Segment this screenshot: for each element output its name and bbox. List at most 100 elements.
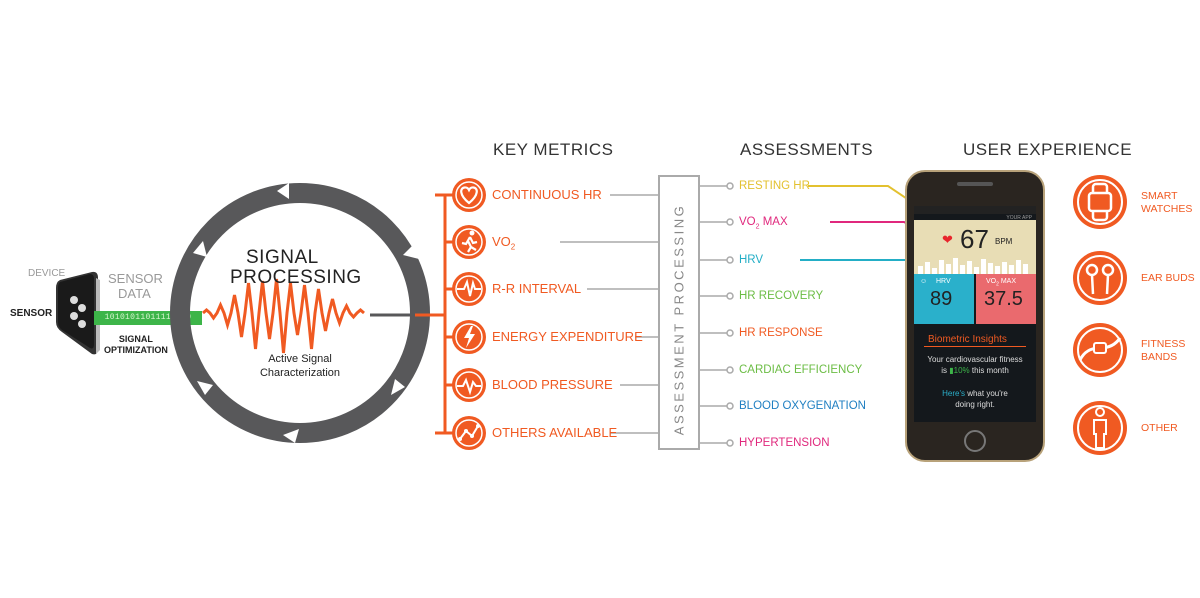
assessment-label-text: HR RESPONSE <box>739 327 823 339</box>
assessment-label: BLOOD OXYGENATION <box>739 400 866 412</box>
insight-text: Your cardiovascular fitness is ▮10% this… <box>914 354 1036 376</box>
assessment-label: HR RESPONSE <box>739 327 823 339</box>
assessment-label: CARDIAC EFFICIENCY <box>739 364 862 376</box>
metric-label: VO2 <box>492 234 515 252</box>
hr-unit: BPM <box>995 237 1013 246</box>
assessment-label-text: BLOOD OXYGENATION <box>739 400 866 412</box>
runner-icon <box>452 225 486 259</box>
sensor-data-line2: DATA <box>118 286 151 301</box>
vo2-label: VO2 MAX <box>986 278 1016 287</box>
assessment-label-text: HYPERTENSION <box>739 437 830 449</box>
ux-label-line2: BANDS <box>1141 351 1178 363</box>
ux-label-line2: WATCHES <box>1141 203 1193 215</box>
signal-sub-line2: Characterization <box>259 367 341 379</box>
smartwatch-icon <box>1073 175 1127 229</box>
insights-title: Biometric Insights <box>928 334 1007 345</box>
doing-right: doing right. <box>955 400 995 409</box>
earbuds-icon <box>1073 251 1127 305</box>
sensor-device <box>56 271 100 355</box>
assessment-label-text: CARDIAC EFFICIENCY <box>739 364 863 376</box>
assessment-label: HYPERTENSION <box>739 437 830 449</box>
signal-opt-line2: OPTIMIZATION <box>104 345 168 355</box>
vo2-label-text: VO <box>986 278 997 285</box>
signal-title-line2: PROCESSING <box>230 267 362 288</box>
ux-label: OTHER <box>1141 422 1178 435</box>
sensor-label: SENSOR <box>10 308 53 319</box>
insight-rest: this month <box>969 366 1009 375</box>
insight-is: is <box>941 366 950 375</box>
metric-label-text: OTHERS AVAILABLE <box>492 425 618 440</box>
key-metrics-header: KEY METRICS <box>493 140 614 159</box>
signal-sub-line1: Active Signal <box>268 353 332 365</box>
assessment-label-text: HR RECOVERY <box>739 290 824 302</box>
ux-label: EAR BUDS <box>1141 272 1195 285</box>
assessment-processing-label: ASSESSMENT PROCESSING <box>671 203 687 436</box>
metric-label-text: CONTINUOUS HR <box>492 187 602 202</box>
signal-processing-ring <box>170 183 435 443</box>
signal-wave <box>202 278 365 354</box>
assessment-connectors <box>700 182 734 447</box>
signal-opt-line1: SIGNAL <box>118 334 153 344</box>
ux-label-line1: SMART <box>1141 190 1178 202</box>
person-icon <box>1073 401 1127 455</box>
vo2-suffix: MAX <box>998 278 1017 285</box>
vo2-sub: 2 <box>996 281 999 288</box>
ux-label-line1: EAR BUDS <box>1141 272 1195 284</box>
metric-label-text: BLOOD PRESSURE <box>492 377 613 392</box>
phone-speaker <box>957 182 993 186</box>
assessment-label: HRV <box>739 254 763 266</box>
phone-app-label: YOUR APP <box>1006 215 1032 221</box>
heres-text: Here's what you're doing right. <box>914 388 1036 410</box>
assessment-label: VO2 MAX <box>739 216 788 230</box>
vo2-value: 37.5 <box>984 288 1023 310</box>
hr-panel: ❤ 67 BPM <box>914 220 1036 274</box>
metric-sub: 2 <box>510 242 516 252</box>
insight-pct: 10% <box>953 366 970 375</box>
hrv-panel: ☺ HRV 89 <box>914 274 974 324</box>
phone-status-bar <box>914 206 1036 214</box>
insight-arrow-icon: ▮ <box>949 366 954 375</box>
assessment-label: HR RECOVERY <box>739 290 823 302</box>
rr-wave-icon <box>452 272 486 306</box>
device-label: DEVICE <box>28 268 66 279</box>
metric-label: BLOOD PRESSURE <box>492 377 613 392</box>
hr-bars <box>918 258 1028 274</box>
heres-rest: what you're <box>964 389 1008 398</box>
signal-optimization-label: SIGNAL OPTIMIZATION <box>104 334 168 356</box>
fitness-band-icon <box>1073 323 1127 377</box>
phone-screen: YOUR APP ❤ 67 BPM ☺ HRV 89 VO2 MAX <box>914 206 1036 422</box>
ux-label-line1: FITNESS <box>1141 338 1186 350</box>
phone-home-button[interactable] <box>964 430 986 452</box>
metric-label-text: R-R INTERVAL <box>492 281 582 296</box>
signal-title-line1: SIGNAL <box>246 247 319 268</box>
assessment-label-text: VO <box>739 216 756 228</box>
sensor-data-line1: SENSOR <box>108 271 163 286</box>
sensor-data-label: SENSOR DATA <box>108 271 163 301</box>
phone: YOUR APP ❤ 67 BPM ☺ HRV 89 VO2 MAX <box>905 170 1045 462</box>
assessments-header: ASSESSMENTS <box>740 140 874 159</box>
metric-label: CONTINUOUS HR <box>492 187 602 202</box>
signal-processing-title: SIGNAL PROCESSING <box>230 248 362 288</box>
metric-label: R-R INTERVAL <box>492 281 581 296</box>
metric-label: ENERGY EXPENDITURE <box>492 329 643 344</box>
energy-icon <box>452 320 486 354</box>
assessment-label: RESTING HR <box>739 180 810 192</box>
assessment-suffix: MAX <box>759 216 788 228</box>
pressure-icon <box>452 368 486 402</box>
insight-line2: is ▮10% this month <box>914 365 1036 376</box>
hrv-value: 89 <box>930 288 953 310</box>
vo2-panel: VO2 MAX 37.5 <box>976 274 1036 324</box>
assessment-sub: 2 <box>755 223 760 231</box>
assessment-processing-box <box>658 175 700 450</box>
user-experience-header: USER EXPERIENCE <box>963 140 1133 159</box>
assessment-label-text: HRV <box>739 254 764 266</box>
insight-line1: Your cardiovascular fitness <box>927 355 1023 364</box>
heart-icon <box>452 178 486 212</box>
metric-label: OTHERS AVAILABLE <box>492 425 617 440</box>
metric-label-text: ENERGY EXPENDITURE <box>492 329 643 344</box>
heart-icon: ❤ <box>942 232 953 247</box>
chart-icon <box>452 416 486 450</box>
metric-label-text: VO <box>492 234 511 249</box>
